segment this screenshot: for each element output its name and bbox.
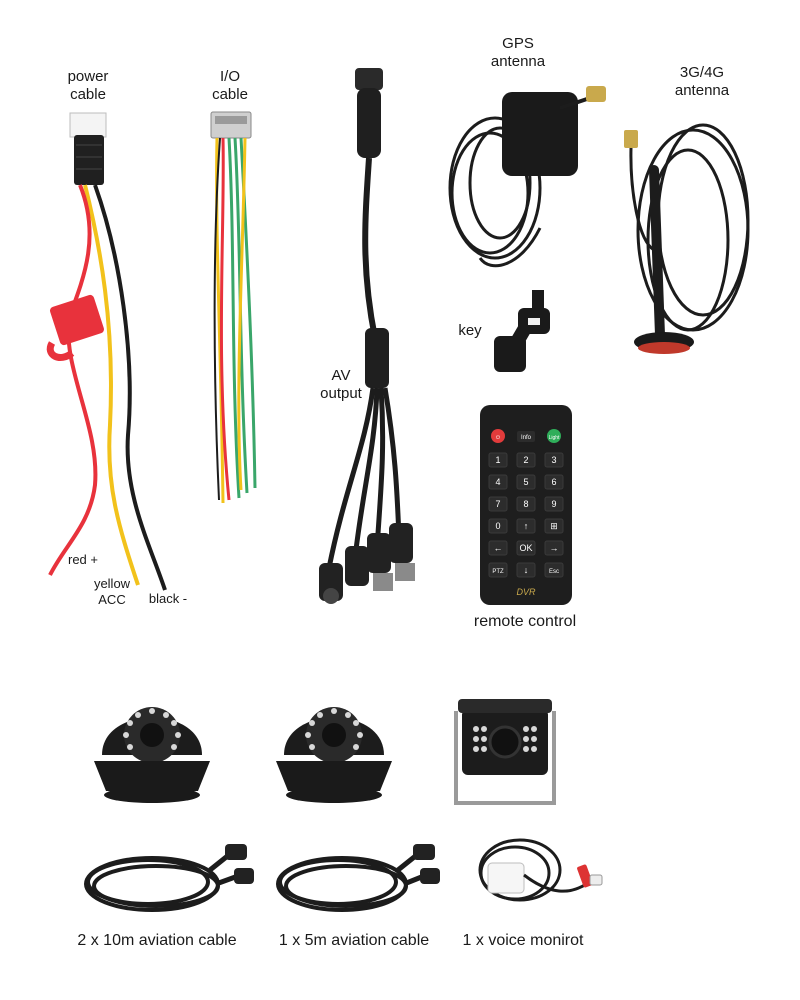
remote-key — [516, 562, 536, 578]
remote-brand: DVR — [516, 587, 536, 597]
remote-key — [544, 540, 564, 556]
remote-key-label: 8 — [523, 499, 528, 509]
io-cable-label-line2: cable — [212, 86, 248, 103]
remote-key-label: ⊞ — [550, 521, 558, 531]
power-cable-label: power cable — [52, 68, 124, 104]
caption-voice-monitor: 1 x voice monirot — [462, 932, 584, 949]
remote-key-label: 4 — [495, 477, 500, 487]
io-cable-label-line1: I/O — [219, 68, 240, 85]
remote-key — [516, 518, 536, 534]
power-cable-image — [46, 112, 167, 591]
remote-key-label: ← — [494, 543, 503, 553]
rear-camera-image — [454, 699, 556, 805]
key-label: key — [458, 322, 482, 339]
remote-key-label: 7 — [495, 499, 500, 509]
remote-key-label: Esc — [549, 569, 559, 575]
remote-key-label: OK — [519, 543, 532, 553]
remote-key-label: ↓ — [524, 565, 529, 575]
av-output-label: AV output — [306, 367, 376, 403]
black-wire-label: black - — [148, 591, 188, 606]
remote-key — [488, 452, 508, 468]
remote-key — [544, 518, 564, 534]
caption-aviation-10m: 2 x 10m aviation cable — [77, 932, 237, 949]
remote-top-key-0: ⏻ — [496, 435, 500, 441]
av-output-label-line2: output — [320, 385, 362, 402]
remote-key-label: 0 — [495, 521, 500, 531]
aviation-cable-5m-image — [276, 844, 440, 912]
remote-key — [488, 496, 508, 512]
remote-key — [488, 474, 508, 490]
remote-top-key-2: Light — [549, 435, 560, 441]
remote-key — [516, 496, 536, 512]
remote-key — [544, 496, 564, 512]
remote-key-label: 6 — [551, 477, 556, 487]
io-cable-label: I/O cable — [200, 68, 260, 104]
yellow-wire-label-line1: yellow — [93, 576, 131, 591]
remote-key-label: → — [550, 543, 559, 553]
remote-key-label: 9 — [551, 499, 556, 509]
power-cable-label-line2: cable — [70, 86, 106, 103]
remote-key — [544, 474, 564, 490]
remote-top-key-1: Info — [521, 435, 532, 441]
remote-key — [488, 562, 508, 578]
caption-aviation-5m: 1 x 5m aviation cable — [278, 932, 430, 949]
power-cable-label-line1: power — [67, 68, 109, 85]
remote-key — [516, 540, 536, 556]
remote-key — [544, 562, 564, 578]
antenna-3g4g-label-line1: 3G/4G — [679, 64, 725, 81]
remote-key — [544, 452, 564, 468]
remote-control-label: remote control — [473, 613, 577, 630]
remote-key-label: ↑ — [524, 521, 529, 531]
av-output-label-line1: AV — [331, 367, 351, 384]
remote-key-label: 3 — [551, 455, 556, 465]
antenna-3g4g-image — [624, 123, 750, 354]
red-wire-label: red + — [68, 552, 98, 567]
dome-camera-2-image — [276, 707, 392, 803]
remote-key — [516, 452, 536, 468]
remote-key — [488, 518, 508, 534]
keys-image — [494, 290, 550, 372]
io-cable-image — [210, 111, 257, 504]
remote-key — [516, 474, 536, 490]
yellow-wire-label-line2: ACC — [98, 592, 126, 607]
gps-antenna-label: GPS antenna — [478, 35, 558, 71]
remote-key-label: PTZ — [492, 569, 504, 575]
remote-key-label: 1 — [495, 455, 500, 465]
dome-camera-1-image — [94, 707, 210, 803]
aviation-cable-10m-image — [84, 844, 254, 912]
antenna-3g4g-label-line2: antenna — [674, 82, 730, 99]
yellow-wire-label: yellow ACC — [86, 576, 138, 608]
gps-antenna-label-line1: GPS — [502, 35, 534, 52]
remote-key — [488, 540, 508, 556]
gps-antenna-image — [448, 86, 606, 268]
remote-key-label: 5 — [523, 477, 528, 487]
remote-key-label: 2 — [523, 455, 528, 465]
antenna-3g4g-label: 3G/4G antenna — [662, 64, 742, 100]
av-output-cable-image — [319, 68, 415, 604]
gps-antenna-label-line2: antenna — [490, 53, 546, 70]
remote-control-image: DVR 1 2 3 4 5 6 7 8 9 0 ↑ ⊞ ← OK → PTZ ↓ Esc ⏻ Info Light — [480, 405, 572, 605]
voice-monitor-image — [478, 838, 603, 902]
